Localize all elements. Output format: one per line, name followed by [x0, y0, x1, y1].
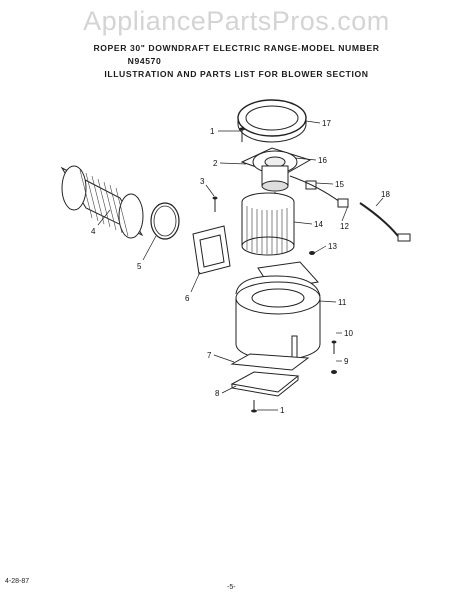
part-15-capacitor	[289, 175, 349, 208]
callout-7: 7	[207, 351, 212, 360]
part-7-bottom-gasket	[230, 353, 310, 371]
callout-5: 5	[137, 262, 142, 271]
callout-14: 14	[314, 220, 323, 229]
part-1-screw-top	[239, 127, 245, 142]
header-subtitle: ILLUSTRATION AND PARTS LIST FOR BLOWER S…	[104, 69, 369, 79]
callout-17: 17	[322, 119, 331, 128]
callout-8: 8	[215, 389, 220, 398]
footer-page-number: -5-	[227, 584, 236, 591]
callout-1-top: 1	[210, 127, 215, 136]
callout-6: 6	[185, 294, 190, 303]
callout-4: 4	[91, 227, 96, 236]
part-9-nut	[331, 370, 337, 374]
callout-18: 18	[381, 190, 390, 199]
part-1-screw-bottom	[251, 400, 257, 413]
callout-2: 2	[213, 159, 218, 168]
part-16-motor	[240, 147, 312, 198]
callout-16: 16	[318, 156, 327, 165]
part-14-blower-wheel	[241, 192, 295, 256]
callout-1-bottom: 1	[280, 406, 285, 415]
callout-15: 15	[335, 180, 344, 189]
callout-12: 12	[340, 222, 349, 231]
callout-9: 9	[344, 357, 349, 366]
header-model-number: N94570	[127, 56, 162, 66]
part-10-screw	[331, 340, 337, 354]
callout-3: 3	[200, 177, 205, 186]
part-18-wire-harness	[359, 202, 411, 242]
part-17-gasket	[237, 99, 307, 143]
callout-11: 11	[338, 298, 347, 307]
part-13-nut	[309, 251, 315, 255]
header-title: ROPER 30" DOWNDRAFT ELECTRIC RANGE-MODEL…	[93, 43, 380, 53]
callout-13: 13	[328, 242, 337, 251]
part-3-screw	[212, 196, 218, 212]
part-4-flex-duct	[60, 165, 144, 239]
watermark: AppliancePartsPros.com	[83, 6, 390, 36]
footer-date: 4-28-87	[5, 578, 30, 585]
callout-10: 10	[344, 329, 353, 338]
part-5-clamp	[150, 202, 180, 240]
part-6-collar	[192, 225, 231, 275]
part-11-blower-housing	[235, 261, 321, 361]
part-8-bottom-plate	[230, 371, 300, 397]
leader-lines	[97, 120, 384, 411]
